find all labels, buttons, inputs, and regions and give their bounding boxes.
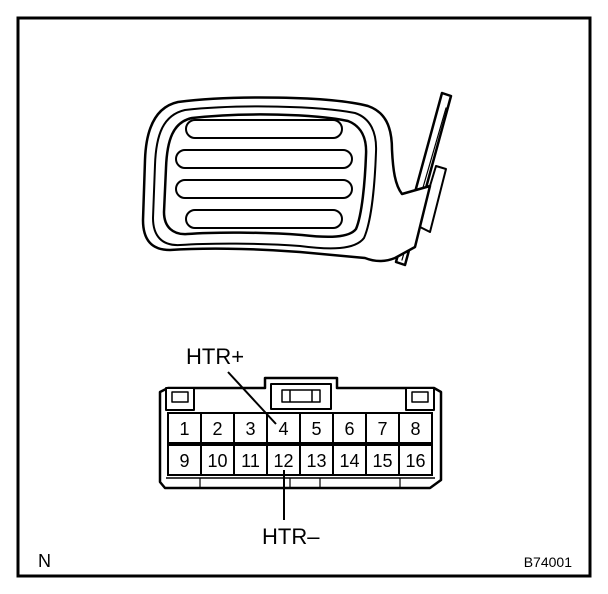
mirror-groove-1 — [185, 119, 343, 139]
pin-number-3: 3 — [245, 419, 255, 439]
pin-number-5: 5 — [311, 419, 321, 439]
pin-number-10: 10 — [207, 451, 227, 471]
mirror-groove-4 — [185, 209, 343, 229]
pin-cell-11 — [233, 444, 268, 476]
pin-number-6: 6 — [344, 419, 354, 439]
htr-plus-label: HTR+ — [186, 344, 244, 369]
pin-number-15: 15 — [372, 451, 392, 471]
connector-lock-slot — [281, 389, 321, 403]
htr-plus-leader — [227, 371, 277, 425]
pin-cell-8 — [398, 412, 433, 444]
pin-number-2: 2 — [212, 419, 222, 439]
pin-cell-7 — [365, 412, 400, 444]
pin-number-7: 7 — [377, 419, 387, 439]
pin-cell-13 — [299, 444, 334, 476]
pin-cell-6 — [332, 412, 367, 444]
pin-cell-3 — [233, 412, 268, 444]
pin-number-9: 9 — [179, 451, 189, 471]
pin-number-12: 12 — [273, 451, 293, 471]
pin-number-1: 1 — [179, 419, 189, 439]
pin-number-16: 16 — [405, 451, 425, 471]
pin-cell-9 — [167, 444, 202, 476]
pin-cell-16 — [398, 444, 433, 476]
mirror-groove-2 — [175, 149, 353, 169]
pin-number-13: 13 — [306, 451, 326, 471]
pin-cell-1 — [167, 412, 202, 444]
pin-cell-5 — [299, 412, 334, 444]
pin-cell-14 — [332, 444, 367, 476]
pin-number-11: 11 — [241, 451, 260, 471]
pin-cell-2 — [200, 412, 235, 444]
figure-code: B74001 — [524, 554, 572, 570]
mirror-groove-3 — [175, 179, 353, 199]
view-letter: N — [38, 551, 51, 571]
mirror-glass — [162, 113, 368, 239]
pin-number-8: 8 — [410, 419, 420, 439]
pin-number-14: 14 — [339, 451, 359, 471]
htr-minus-label: HTR– — [262, 524, 320, 549]
mirror-illustration — [141, 91, 453, 267]
pin-number-4: 4 — [278, 419, 288, 439]
